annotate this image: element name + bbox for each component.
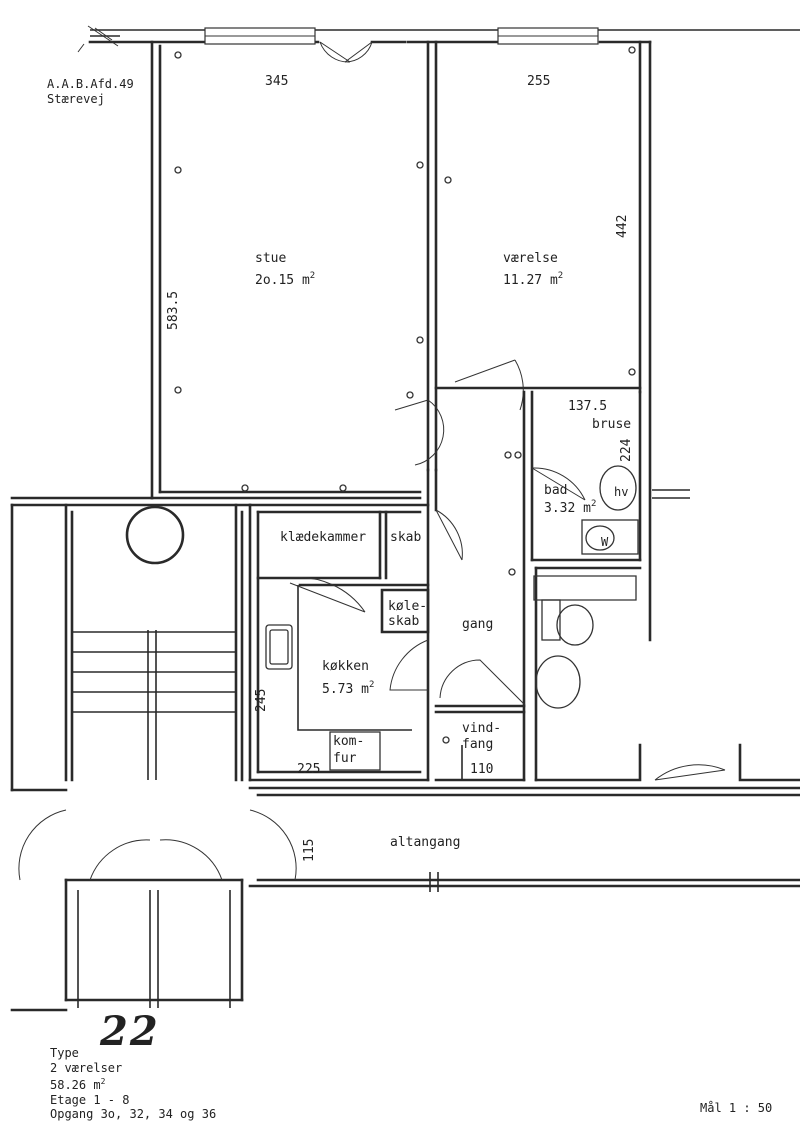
label-wc: W (601, 535, 609, 549)
dim-koekken-width: 225 (297, 762, 321, 777)
room-altangang: altangang (390, 835, 461, 850)
facade-wall (88, 29, 800, 642)
stair-core (10, 496, 252, 1012)
bathroom-fixtures (533, 465, 639, 709)
door-vaerelse (454, 359, 524, 411)
legend: Type 2 værelser 58.26 m2 Etage 1 - 8 Opg… (50, 1046, 216, 1122)
room-gang: gang (462, 617, 494, 632)
dim-stue-depth: 583.5 (166, 290, 181, 330)
label-koleskab-1: køle- (388, 599, 428, 614)
dim-bad-depth: 224 (619, 438, 634, 462)
dim-vaerelse-depth: 442 (615, 214, 630, 238)
door-vindfang (439, 659, 526, 706)
kitchen-sink (265, 624, 293, 670)
door-klaedekammer (289, 576, 366, 613)
dim-vaerelse-width: 255 (527, 74, 551, 89)
legend-rooms: 2 værelser (50, 1060, 123, 1075)
scale-label: Mål 1 : 50 (700, 1101, 773, 1115)
legend-type: Type (50, 1046, 79, 1060)
label-handvask: hv (614, 485, 629, 499)
label-bruse: bruse (592, 417, 632, 432)
right-walls (534, 489, 800, 782)
label-vindfang-2: fang (462, 737, 494, 752)
legend-entrances: Opgang 3o, 32, 34 og 36 (50, 1107, 217, 1122)
door-skab (435, 509, 463, 561)
room-stue-area: 2o.15 m2 (255, 271, 316, 288)
legend-floors: Etage 1 - 8 (50, 1092, 130, 1107)
label-koleskab-2: skab (388, 614, 420, 629)
room-stue-name: stue (255, 251, 287, 266)
header-street: Stærevej (47, 92, 105, 106)
type-number-stamp: 22 (100, 1008, 160, 1055)
partition-walls (150, 40, 642, 500)
door-bad (531, 467, 586, 501)
label-vindfang-1: vind- (462, 721, 502, 736)
room-bad-name: bad (544, 483, 568, 498)
window-vaerelse (497, 27, 599, 45)
room-bad-area: 3.32 m2 (544, 499, 597, 516)
room-vaerelse-area: 11.27 m2 (503, 271, 564, 288)
altangang (18, 786, 800, 1008)
balcony-door (319, 41, 373, 63)
label-komfur-2: fur (333, 751, 357, 766)
vindfang-walls (434, 745, 526, 782)
dim-vindfang-width: 110 (470, 762, 494, 777)
legend-area: 58.26 m2 (50, 1077, 106, 1093)
dim-stue-width: 345 (265, 74, 289, 89)
dim-altangang-depth: 115 (302, 838, 317, 862)
kitchen-walls (248, 503, 430, 782)
window-stue (204, 27, 316, 45)
room-klaedekammer: klædekammer (280, 530, 367, 545)
header-afdeling: A.A.B.Afd.49 (47, 77, 134, 91)
dim-koekken-depth: 245 (254, 688, 269, 712)
stove (329, 731, 381, 771)
room-koekken-name: køkken (322, 659, 369, 674)
door-stue (394, 399, 445, 466)
dim-bad-width: 137.5 (568, 399, 608, 414)
north-corner-mark (77, 25, 119, 53)
room-skab: skab (390, 530, 422, 545)
electrical-symbols (174, 46, 636, 744)
label-komfur-1: kom- (333, 734, 365, 749)
room-koekken-area: 5.73 m2 (322, 680, 375, 697)
room-vaerelse-name: værelse (503, 251, 558, 266)
door-koekken (389, 639, 429, 691)
